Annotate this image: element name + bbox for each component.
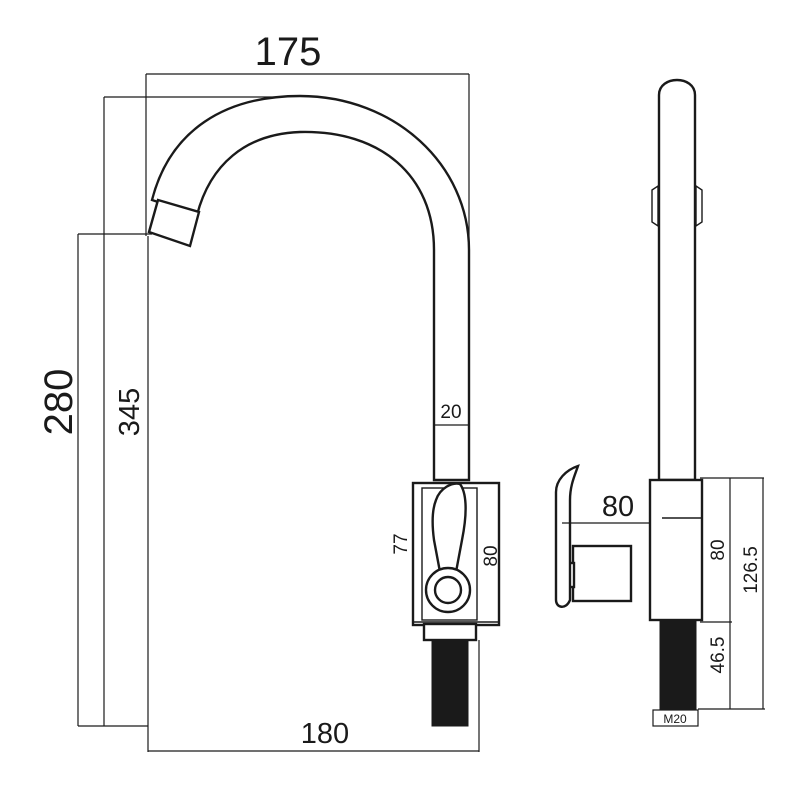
dim-side-depth: 80 (562, 491, 651, 524)
dim-top-width-label: 175 (255, 30, 322, 74)
dim-side-body-height-label: 80 (708, 539, 729, 560)
side-pipe (651, 78, 703, 482)
thread-label-text: M20 (663, 712, 687, 726)
dim-total-height-label: 345 (114, 388, 146, 436)
front-view: 175 345 280 180 (37, 30, 502, 752)
thread-label: M20 (652, 709, 699, 727)
dim-side-total-height-label: 126.5 (741, 546, 762, 594)
aerator (147, 198, 201, 248)
dim-body-heights: 77 80 (391, 533, 502, 566)
dim-base-width: 180 (147, 236, 480, 752)
dim-total-height: 345 (103, 96, 280, 727)
dim-side-heights: 80 46.5 126.5 (698, 477, 765, 710)
dim-pipe-diameter-label: 20 (440, 402, 461, 423)
side-body (648, 478, 704, 622)
side-handle (554, 464, 633, 608)
dim-spout-height-label: 280 (37, 369, 81, 436)
dim-body-height-outer-label: 80 (481, 545, 502, 566)
dim-body-height-inner-label: 77 (391, 533, 412, 554)
dim-side-thread-length-label: 46.5 (708, 637, 729, 674)
threaded-shank-side (659, 619, 697, 713)
dim-spout-height: 280 (37, 233, 152, 727)
threaded-shank-front (431, 639, 469, 727)
dim-pipe-diameter: 20 (434, 402, 469, 426)
lever-handle (424, 482, 472, 614)
dim-side-depth-label: 80 (602, 491, 634, 523)
side-view: M20 80 80 46.5 126.5 (554, 78, 765, 727)
dim-base-width-label: 180 (301, 718, 349, 750)
spout (147, 94, 471, 482)
